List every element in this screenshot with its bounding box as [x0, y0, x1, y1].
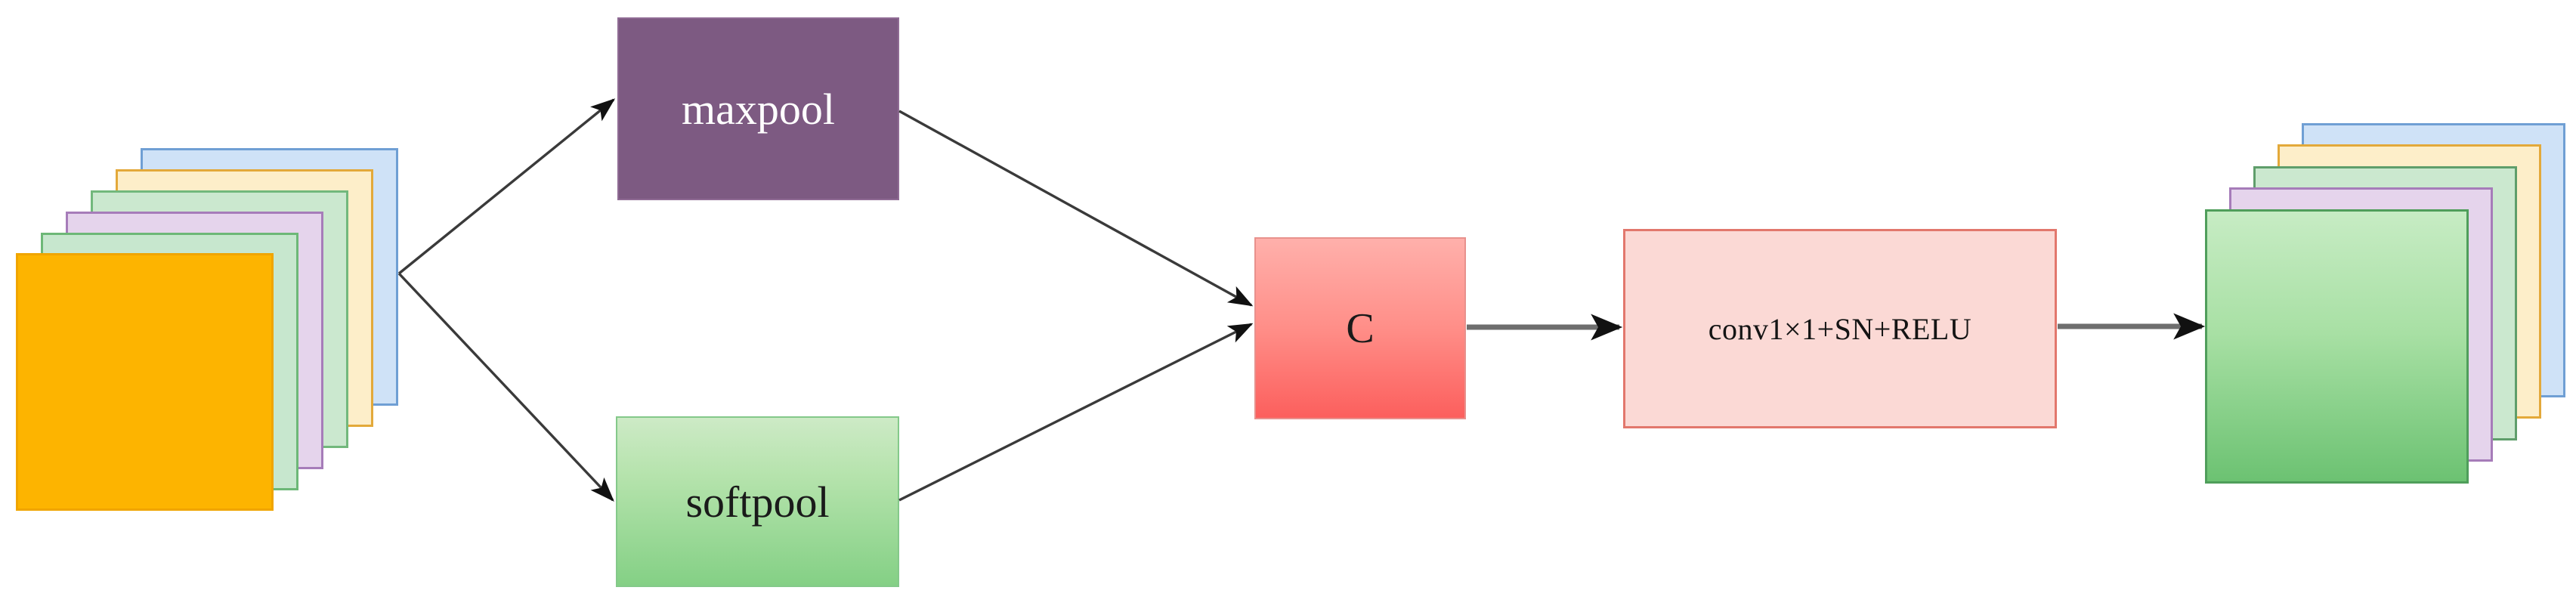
concat-label: C [1346, 304, 1375, 352]
output-layer-1-green [2205, 209, 2469, 484]
softpool-label: softpool [685, 477, 830, 527]
concat-box[interactable]: C [1254, 237, 1466, 419]
conv-block-box[interactable]: conv1×1+SN+RELU [1623, 229, 2057, 428]
conv-block-label: conv1×1+SN+RELU [1708, 311, 1972, 346]
maxpool-box[interactable]: maxpool [617, 17, 899, 200]
maxpool-label: maxpool [682, 84, 835, 134]
input-feature-map-stack [0, 0, 423, 612]
input-layer-1-orange [16, 253, 274, 511]
softpool-box[interactable]: softpool [616, 416, 899, 587]
